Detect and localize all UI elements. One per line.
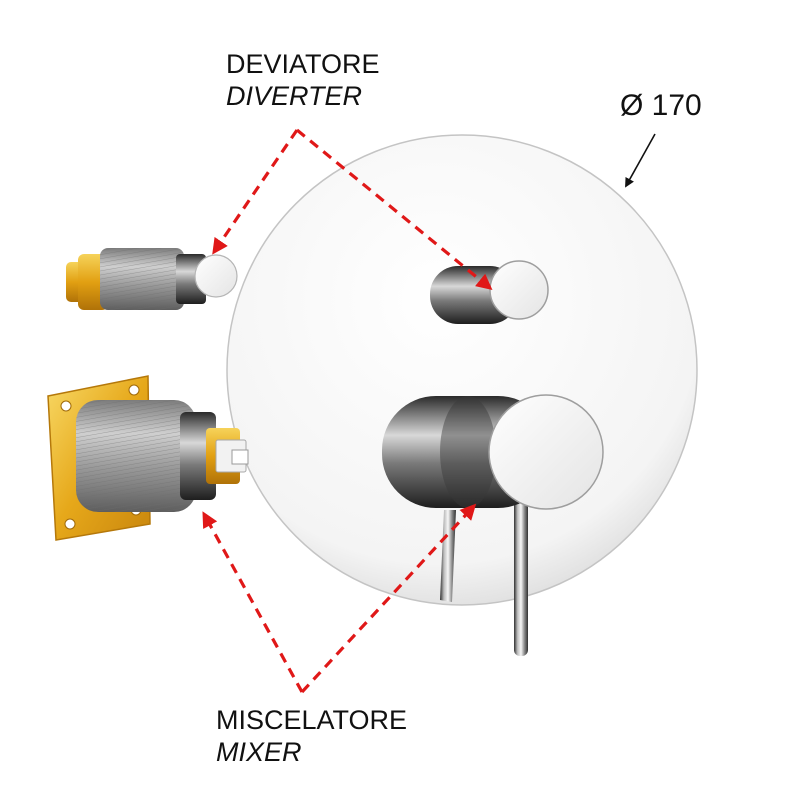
diameter-pointer (625, 133, 656, 188)
diverter-cartridge (66, 248, 238, 310)
diverter-label-it: DEVIATORE (226, 49, 380, 79)
mixer-lever (440, 470, 528, 656)
diverter-leader (212, 128, 493, 291)
cover-plate (226, 134, 698, 606)
diverter-label-en: DIVERTER (226, 81, 363, 112)
diverter-label: DEVIATORE DIVERTER (226, 48, 380, 113)
mixer-handle (382, 394, 604, 510)
diverter-knob (430, 260, 549, 324)
mixer-label-en: MIXER (216, 737, 302, 768)
mixer-leader (202, 503, 477, 694)
diameter-label: Ø 170 (620, 89, 702, 122)
mixer-cartridge (47, 375, 249, 541)
mixer-label-it: MISCELATORE (216, 705, 408, 735)
mixer-label: MISCELATORE MIXER (216, 704, 407, 769)
